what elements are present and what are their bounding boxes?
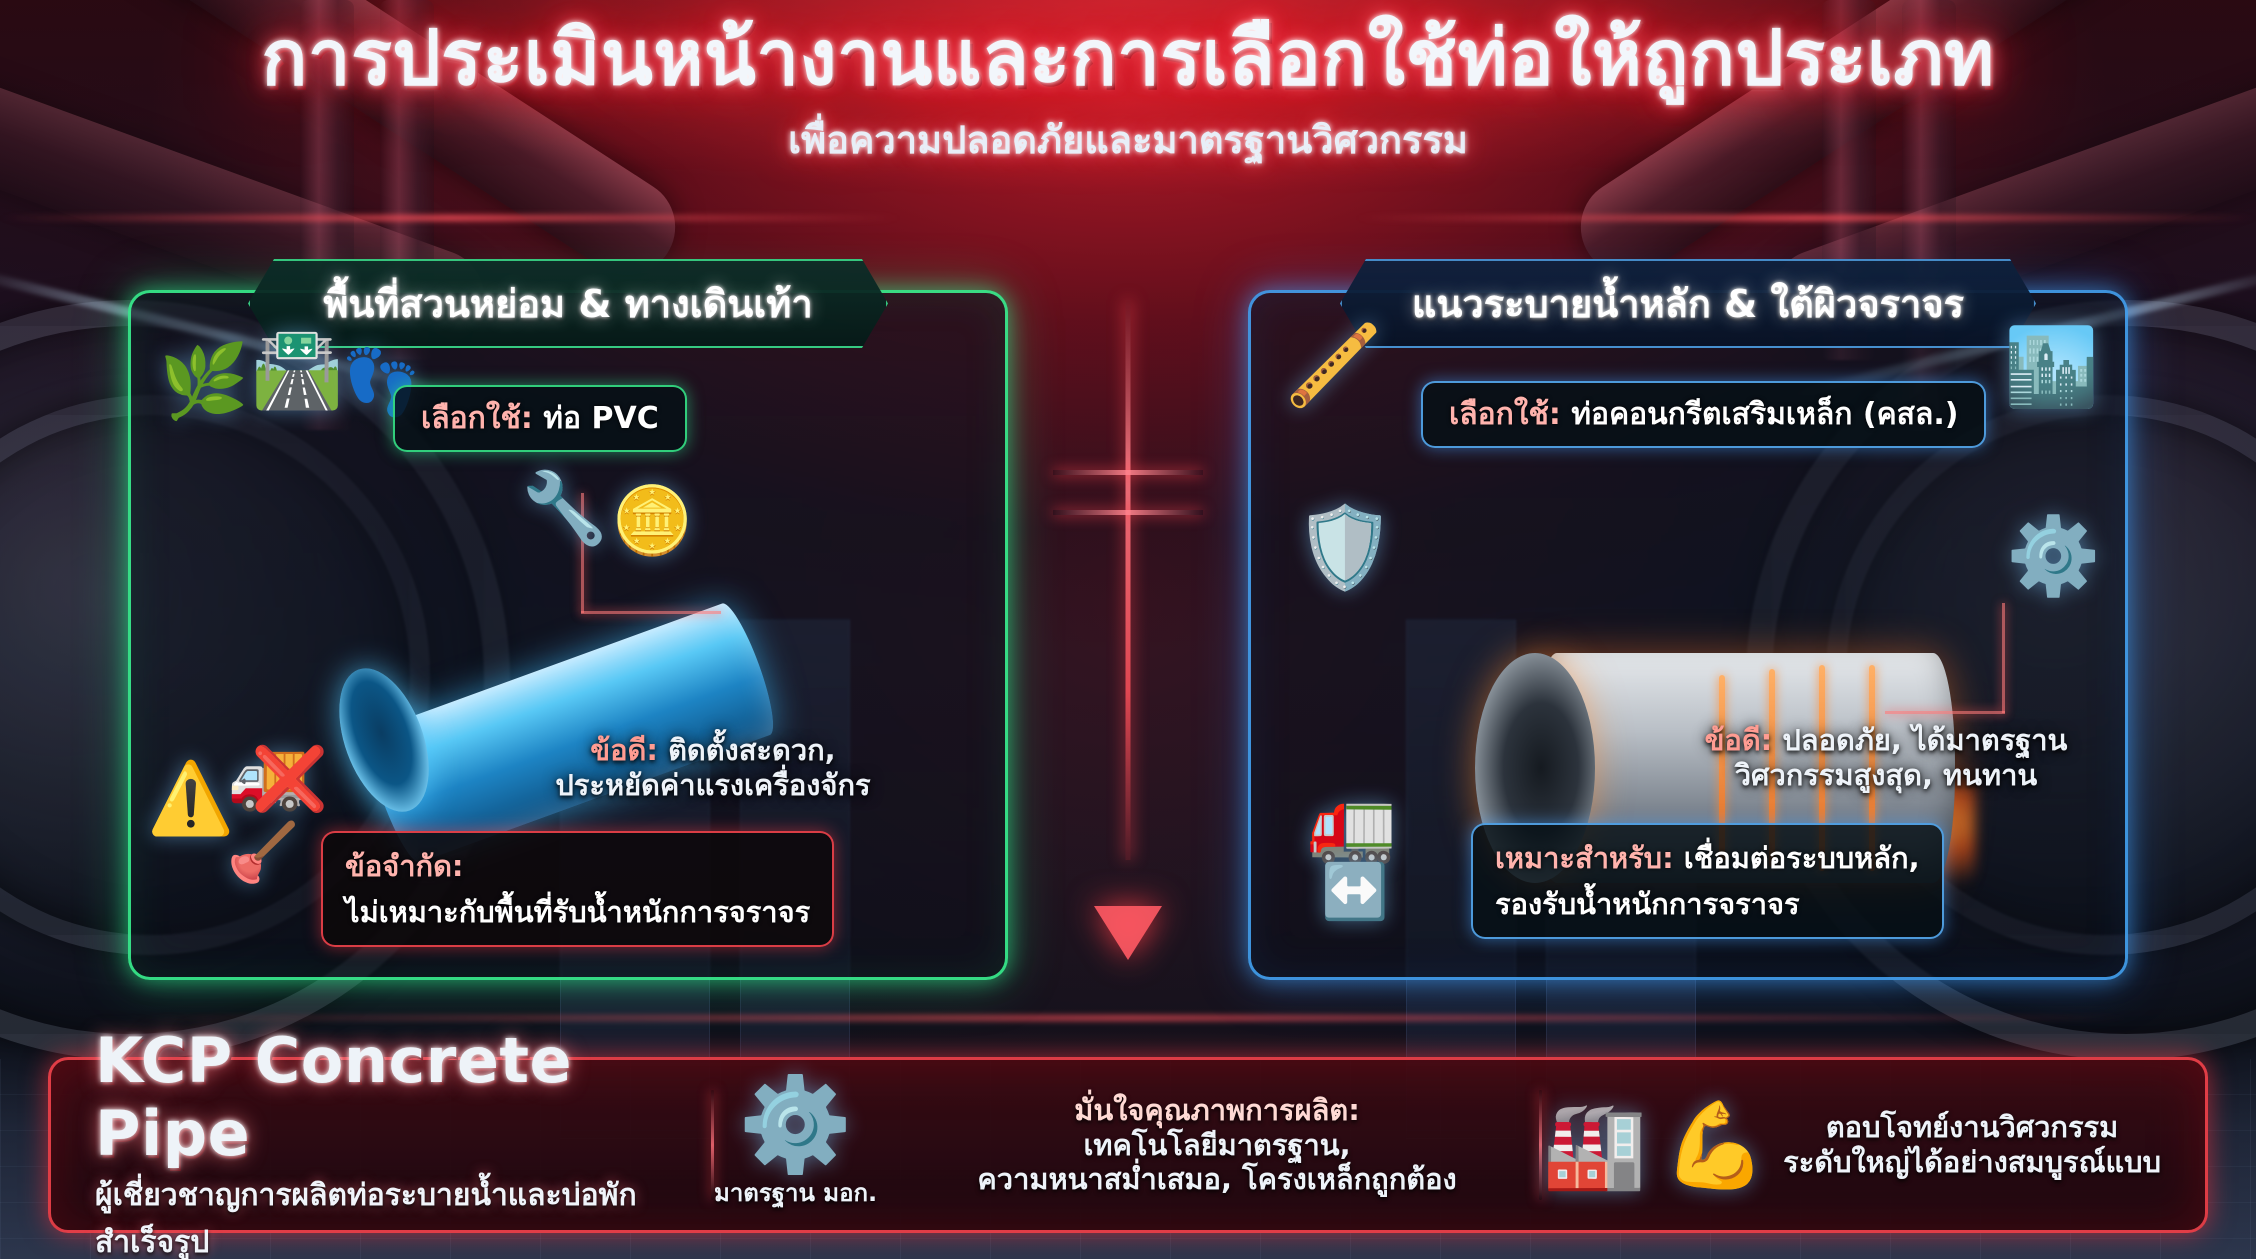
benefit-line1-left: ติดตั้งสะดวก, (668, 733, 836, 767)
rebar-3 (1769, 669, 1775, 867)
panel-rcp: แนวระบายน้ำหลัก & ใต้ผิวจราจร 🪈 🏙️ เลือก… (1248, 290, 2128, 980)
panel-right-heading: แนวระบายน้ำหลัก & ใต้ผิวจราจร (1340, 259, 2036, 348)
panel-pvc: พื้นที่สวนหย่อม & ทางเดินเท้า 🌿 🛣️ 👣 เลื… (128, 290, 1008, 980)
brand-name: KCP Concrete Pipe (95, 1024, 573, 1170)
shield-check-icon: 🛡️ (1295, 501, 1395, 594)
city-road-icon: 🏙️ (2004, 322, 2099, 411)
choice-label-right: เลือกใช้: (1449, 397, 1561, 432)
connector-right-1 (2002, 603, 2005, 713)
limitation-box-left: ข้อจำกัด: ไม่เหมาะกับพื้นที่รับน้ำหนักกา… (321, 831, 835, 947)
closing-block: 🏭 💪 ตอบโจทย์งานวิศวกรรม ระดับใหญ่ได้อย่า… (1542, 1103, 2205, 1187)
page-subtitle: เพื่อความปลอดภัยและมาตรฐานวิศวกรรม (788, 117, 1468, 162)
closing-line2: ระดับใหญ่ได้อย่างสมบูรณ์แบบ (1783, 1145, 2161, 1179)
benefit-line2-left: ประหยัดค่าแรงเครื่องจักร (555, 768, 871, 803)
tis-label: มาตรฐาน มอก. (714, 1178, 878, 1207)
benefit-label-left: ข้อดี: (590, 733, 658, 767)
tis-badge: ⚙️ มาตรฐาน มอก. (714, 1070, 878, 1212)
center-cross-1 (1053, 470, 1203, 475)
choice-badge-rcp: เลือกใช้: ท่อคอนกรีตเสริมเหล็ก (คสล.) (1421, 381, 1987, 448)
coins-icon: 🪙 (611, 482, 694, 559)
center-vertical-line (1125, 300, 1131, 860)
benefit-line1-right: ปลอดภัย, ได้มาตรฐาน (1782, 723, 2068, 757)
rebar-4 (1719, 675, 1725, 861)
factory-icon: 🏭 (1541, 1096, 1647, 1194)
footer-bar: KCP Concrete Pipe ผู้เชี่ยวชาญการผลิตท่อ… (48, 1024, 2208, 1259)
quality-label: มั่นใจคุณภาพการผลิต: (1074, 1092, 1360, 1127)
limit-label-left: ข้อจำกัด: (345, 849, 464, 883)
panel-left-heading: พื้นที่สวนหย่อม & ทางเดินเท้า (248, 259, 888, 348)
suit-line2-right: รองรับน้ำหนักการจราจร (1495, 887, 1800, 921)
footpath-icon: 🛣️ (251, 327, 344, 413)
page-title: การประเมินหน้างานและการเลือกใช้ท่อให้ถูก… (261, 13, 1995, 102)
rebar-2 (1819, 665, 1825, 871)
cracked-pipe-icon: 🪠 (227, 818, 300, 886)
closing-text: ตอบโจทย์งานวิศวกรรม ระดับใหญ่ได้อย่างสมบ… (1783, 1110, 2161, 1180)
center-flow-indicator (1053, 300, 1203, 980)
dump-truck-icon: 🚛 (1307, 782, 1397, 866)
tis-gear-icon: ⚙️ (738, 1070, 853, 1178)
suit-label-right: เหมาะสำหรับ: (1495, 841, 1674, 875)
brand-block: KCP Concrete Pipe ผู้เชี่ยวชาญการผลิตท่อ… (51, 1024, 711, 1259)
suitability-box-right: เหมาะสำหรับ: เชื่อมต่อระบบหลัก, รองรับน้… (1471, 823, 1944, 939)
suit-line1-right: เชื่อมต่อระบบหลัก, (1683, 841, 1920, 875)
closing-line1: ตอบโจทย์งานวิศวกรรม (1825, 1110, 2119, 1145)
wrench-icon: 🔧 (521, 467, 609, 549)
no-truck-icon: 🚚 (227, 737, 310, 814)
benefit-text-right: ข้อดี: ปลอดภัย, ได้มาตรฐาน วิศวกรรมสูงสุ… (1671, 723, 2101, 794)
choice-badge-pvc: เลือกใช้: ท่อ PVC (393, 385, 687, 452)
red-streak-floor (120, 1015, 2136, 1021)
header: การประเมินหน้างานและการเลือกใช้ท่อให้ถูก… (0, 13, 2256, 170)
connector-right-2 (1885, 711, 2005, 714)
red-streak-left (0, 215, 900, 221)
red-x-icon: ❌ (251, 742, 329, 815)
down-arrow-icon (1094, 906, 1162, 960)
red-streak-right (1356, 215, 2256, 221)
strong-arm-icon: 💪 (1662, 1096, 1768, 1194)
warning-icon: ⚠️ (147, 757, 235, 839)
benefit-label-right: ข้อดี: (1704, 723, 1773, 757)
rebar-1 (1869, 665, 1875, 871)
benefit-line2-right: วิศวกรรมสูงสุด, ทนทาน (1734, 758, 2038, 793)
blueprint-gear-icon: ⚙️ (2006, 511, 2101, 600)
quality-text: มั่นใจคุณภาพการผลิต: เทคโนโลยีมาตรฐาน, ค… (895, 1093, 1539, 1197)
quality-block: ⚙️ มาตรฐาน มอก. มั่นใจคุณภาพการผลิต: เทค… (714, 1070, 1539, 1212)
center-cross-2 (1053, 510, 1203, 515)
choice-value-right: ท่อคอนกรีตเสริมเหล็ก (คสล.) (1571, 397, 1959, 432)
connector-left-2 (581, 611, 721, 614)
load-arrows-icon: ↔️ (1321, 860, 1389, 923)
quality-line1: เทคโนโลยีมาตรฐาน, (1083, 1127, 1351, 1162)
pipe-joint-icon: 🪈 (1285, 321, 1383, 411)
limit-value-left: ไม่เหมาะกับพื้นที่รับน้ำหนักการจราจร (345, 895, 811, 929)
choice-label-left: เลือกใช้: (421, 401, 533, 436)
choice-value-left: ท่อ PVC (543, 401, 659, 436)
brand-tagline: ผู้เชี่ยวชาญการผลิตท่อระบายน้ำและบ่อพักส… (95, 1178, 637, 1259)
connector-left-1 (581, 493, 584, 613)
quality-line2: ความหนาสม่ำเสมอ, โครงเหล็กถูกต้อง (977, 1162, 1457, 1197)
leaf-icon: 🌿 (159, 339, 249, 423)
benefit-text-left: ข้อดี: ติดตั้งสะดวก, ประหยัดค่าแรงเครื่อ… (503, 733, 923, 804)
